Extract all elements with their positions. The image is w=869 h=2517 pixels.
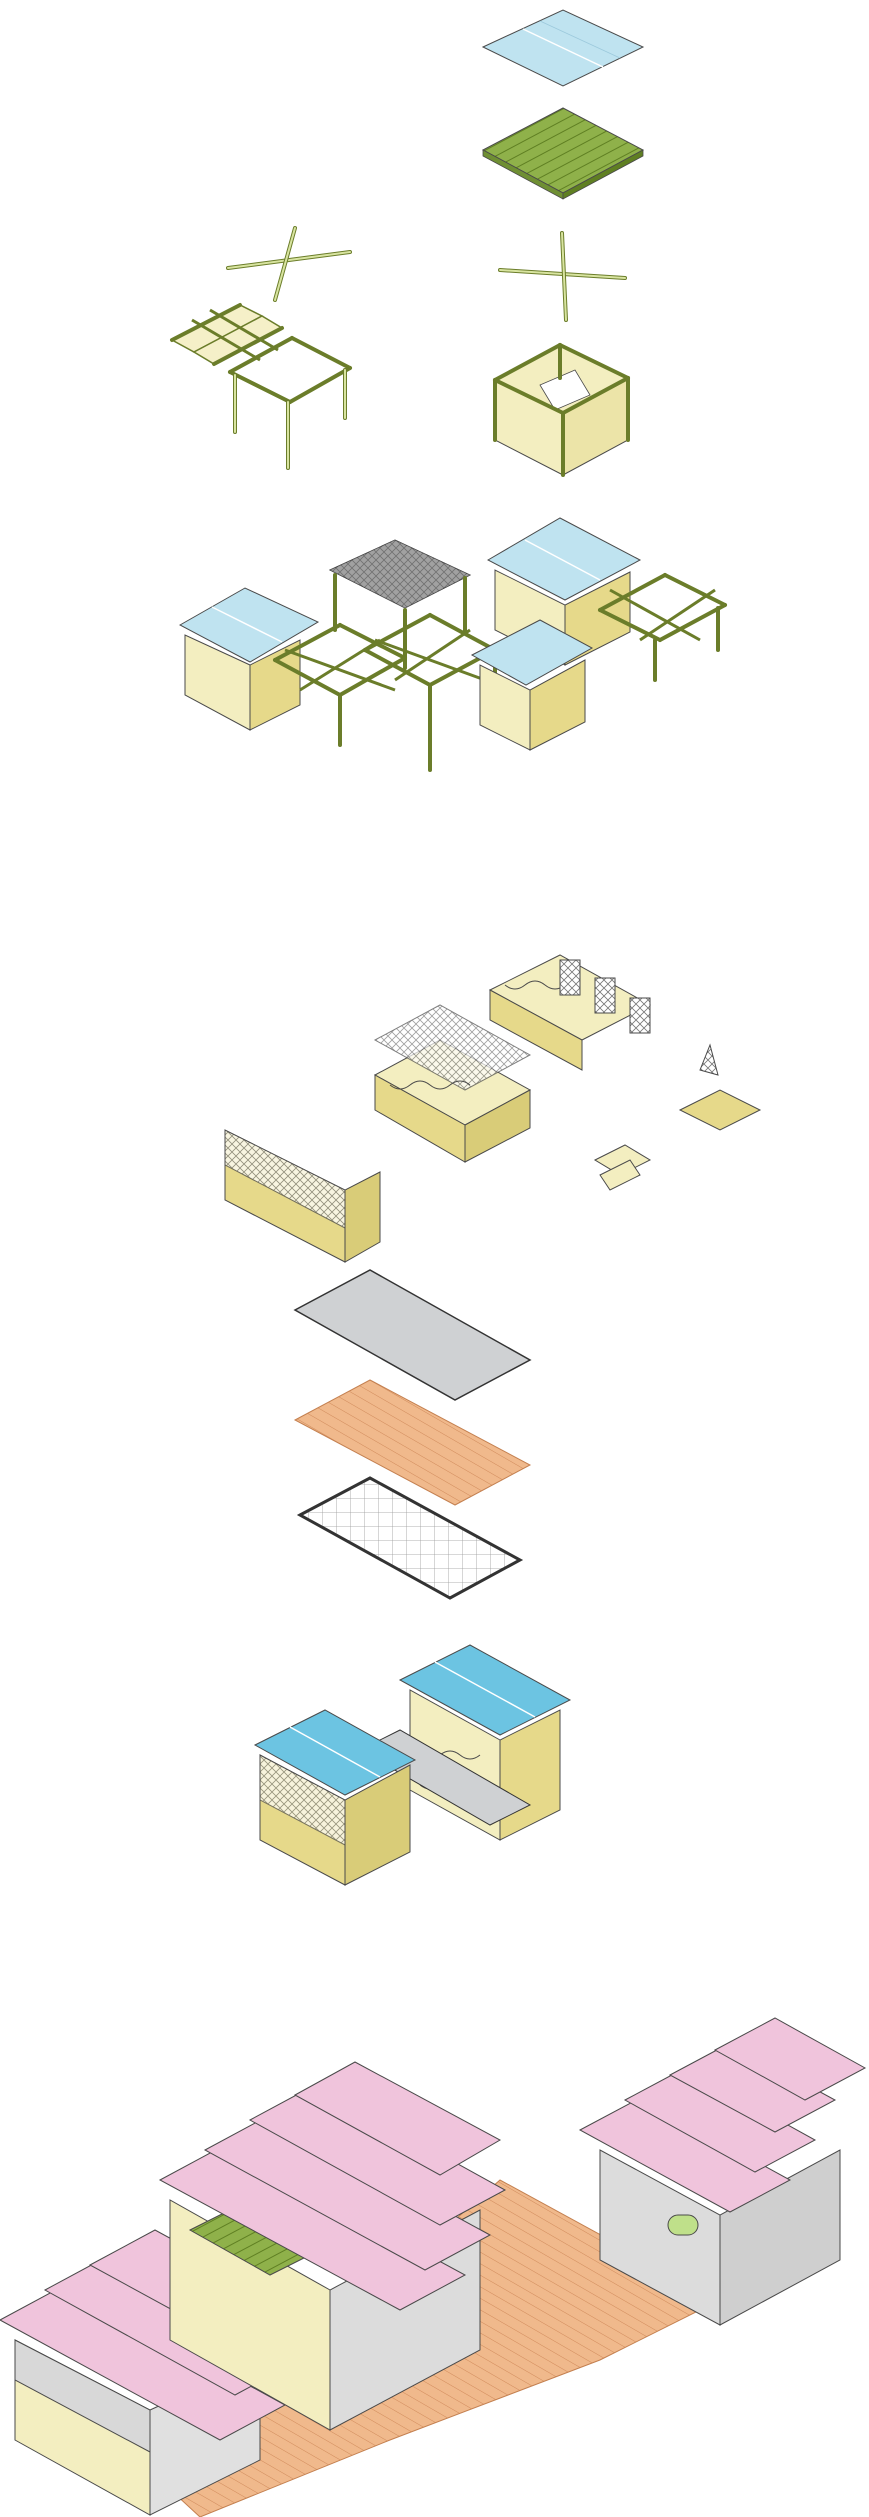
roof-battens: [170, 303, 284, 366]
stair-module: [593, 1043, 762, 1191]
cross-bracing-right: [498, 231, 627, 322]
roof-sheet: [481, 9, 645, 87]
site-assembly: [0, 2017, 867, 2517]
assembled-pavilion: [253, 1644, 572, 1886]
concrete-slab: [293, 1269, 532, 1401]
mesh-grid: [296, 1476, 524, 1600]
floor-mat: [481, 107, 645, 200]
wall-panel: [224, 1129, 381, 1263]
hut-cluster: [178, 517, 727, 772]
timber-deck: [293, 1379, 532, 1506]
stepped-bleacher-right: [488, 954, 652, 1071]
stepped-bleacher-left: [373, 1004, 532, 1163]
woven-wall-module: [493, 343, 630, 477]
bamboo-frame-left: [228, 336, 352, 470]
cross-bracing-left: [226, 226, 352, 302]
